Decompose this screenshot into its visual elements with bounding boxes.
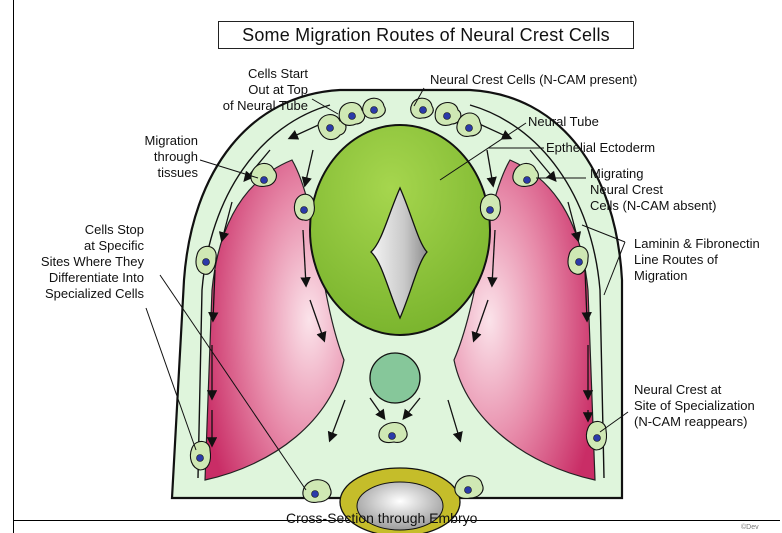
label-line: Neural Crest at	[634, 382, 755, 398]
label-line: Sites Where They	[14, 254, 144, 270]
label-line: Site of Specialization	[634, 398, 755, 414]
label-line: Cells Start	[168, 66, 308, 82]
credit: ©Dev	[741, 524, 759, 531]
label-line: at Specific	[14, 238, 144, 254]
label-line: Neural Crest	[590, 182, 716, 198]
label-line: Migration	[634, 268, 760, 284]
label-line: Neural Tube	[528, 114, 599, 130]
label-line: Migrating	[590, 166, 716, 182]
label-laminin: Laminin & Fibronectin Line Routes of Mig…	[634, 236, 760, 284]
label-line: Line Routes of	[634, 252, 760, 268]
label-neural-tube: Neural Tube	[528, 114, 599, 130]
label-site-specialization: Neural Crest at Site of Specialization (…	[634, 382, 755, 430]
label-line: Cells Stop	[14, 222, 144, 238]
label-cells-stop: Cells Stop at Specific Sites Where They …	[14, 222, 144, 302]
label-line: Out at Top	[168, 82, 308, 98]
label-line: Cells (N-CAM absent)	[590, 198, 716, 214]
label-line: Epthelial Ectoderm	[546, 140, 655, 156]
label-migrating-ncc: Migrating Neural Crest Cells (N-CAM abse…	[590, 166, 716, 214]
label-line: (N-CAM reappears)	[634, 414, 755, 430]
label-cells-start: Cells Start Out at Top of Neural Tube	[168, 66, 308, 114]
label-ectoderm: Epthelial Ectoderm	[546, 140, 655, 156]
label-line: Laminin & Fibronectin	[634, 236, 760, 252]
label-line: tissues	[108, 165, 198, 181]
caption: Cross-Section through Embryo	[286, 510, 477, 526]
label-line: Differentiate Into	[14, 270, 144, 286]
label-migration-tissues: Migration through tissues	[108, 133, 198, 181]
label-line: through	[108, 149, 198, 165]
label-line: of Neural Tube	[168, 98, 308, 114]
label-line: Neural Crest Cells (N-CAM present)	[430, 72, 637, 88]
notochord	[370, 353, 420, 403]
label-line: Specialized Cells	[14, 286, 144, 302]
label-ncc-present: Neural Crest Cells (N-CAM present)	[430, 72, 637, 88]
label-line: Migration	[108, 133, 198, 149]
